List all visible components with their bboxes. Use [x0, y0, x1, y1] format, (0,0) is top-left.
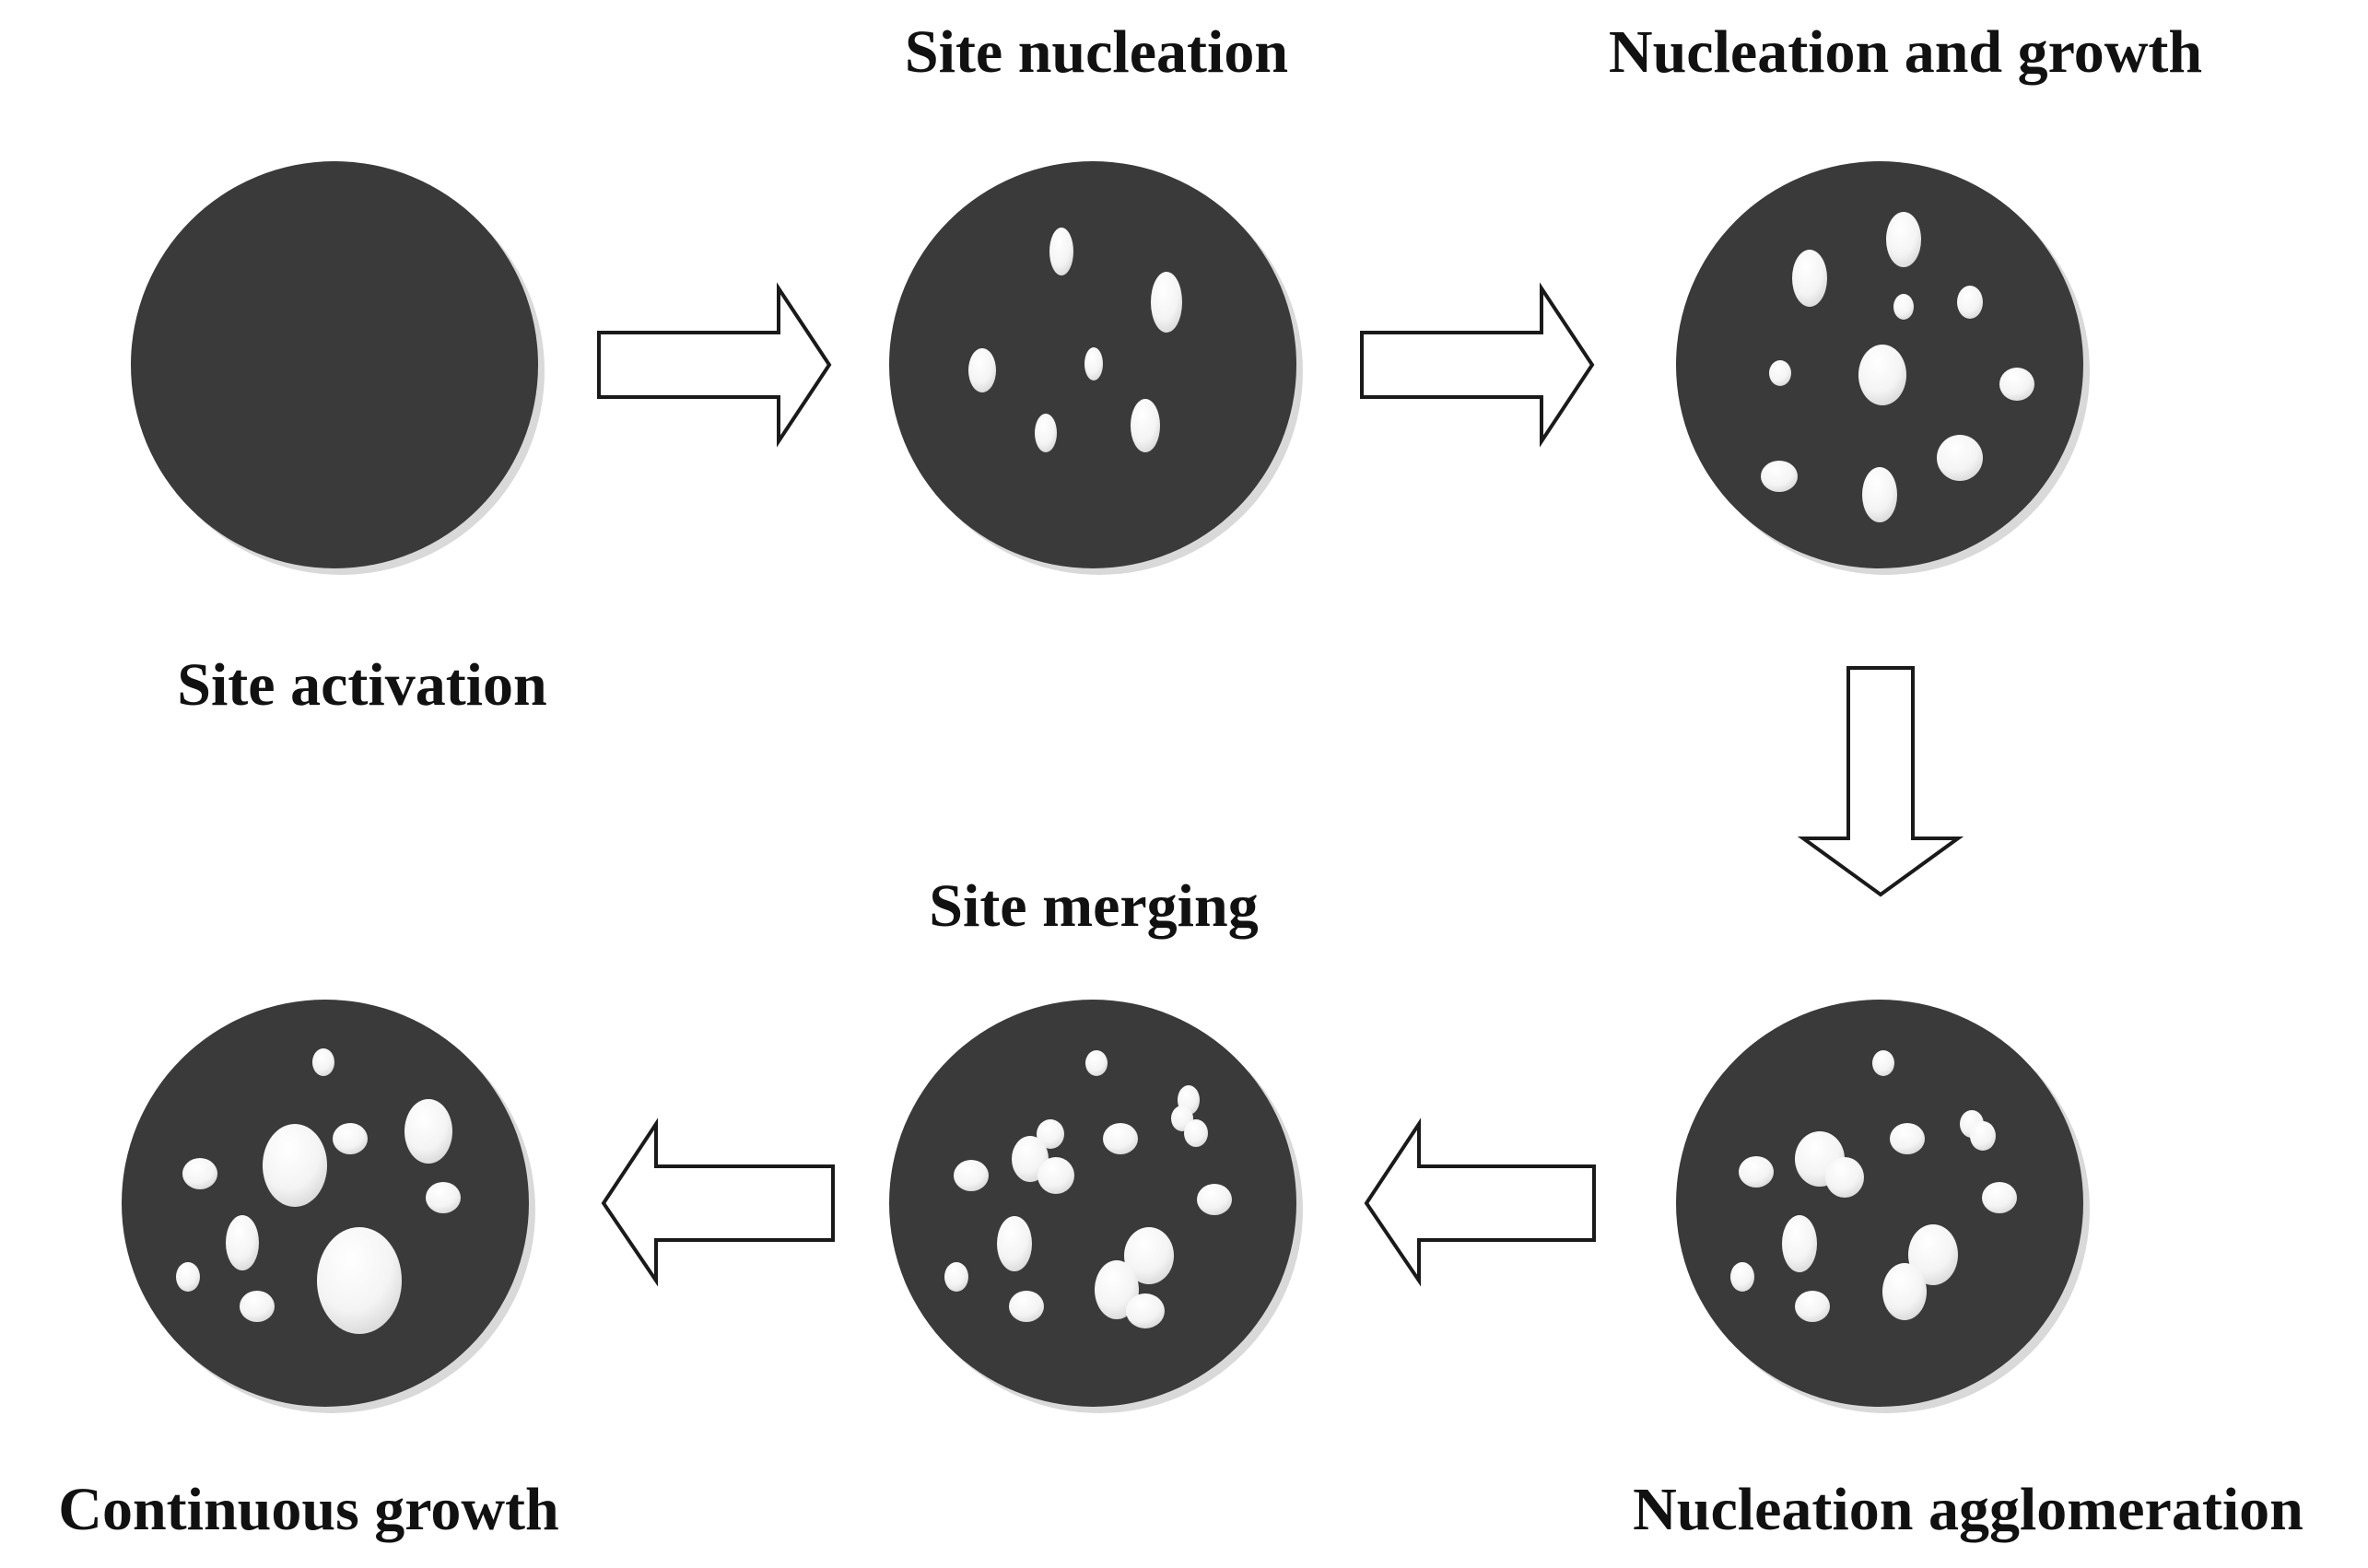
label-continuous-growth: Continuous growth	[58, 1476, 558, 1543]
arrow-down	[1797, 666, 1964, 897]
label-site-merging: Site merging	[929, 872, 1258, 940]
disk-site-activation	[131, 161, 545, 575]
label-site-nucleation: Site nucleation	[905, 18, 1288, 86]
disk-site-nucleation	[889, 161, 1303, 575]
arrow-left-1	[1364, 1117, 1596, 1287]
disk-nucleation-and-growth	[1676, 161, 2090, 575]
label-nucleation-and-growth: Nucleation and growth	[1609, 18, 2202, 86]
arrow-right-1	[597, 282, 832, 448]
arrow-right-2	[1360, 282, 1595, 448]
disk-continuous-growth	[122, 1000, 535, 1413]
label-site-activation: Site activation	[177, 651, 546, 719]
label-nucleation-agglomeration: Nucleation agglomeration	[1633, 1476, 2304, 1543]
disk-site-merging	[889, 1000, 1303, 1413]
arrow-left-2	[601, 1117, 835, 1287]
disk-nucleation-agglomeration	[1676, 1000, 2090, 1413]
